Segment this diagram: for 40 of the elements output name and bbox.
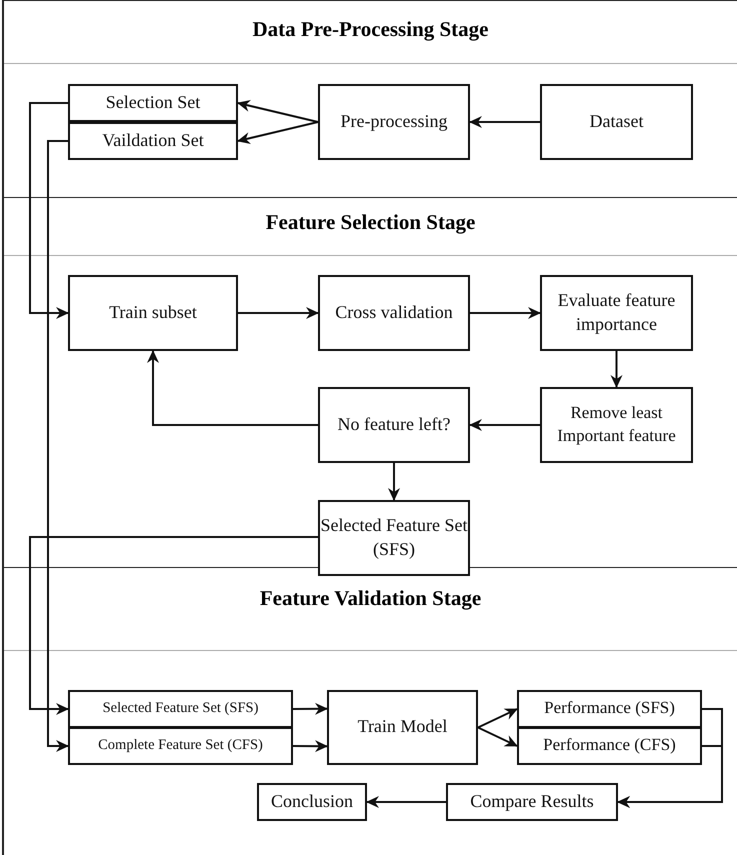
process-box: Remove least Important feature — [540, 386, 693, 462]
process-box: Compare Results — [446, 782, 618, 820]
process-box: Vaildation Set — [68, 122, 238, 160]
process-box: Cross validation — [318, 274, 470, 350]
arrow — [29, 536, 318, 715]
arrow — [147, 350, 318, 426]
stage-band — [2, 0, 737, 197]
process-box: Conclusion — [257, 782, 367, 820]
arrow — [388, 463, 400, 501]
arrow — [610, 351, 622, 388]
arrow — [478, 726, 518, 747]
process-box: Performance (CFS) — [517, 726, 702, 764]
arrow — [366, 796, 446, 808]
process-box: Selection Set — [68, 84, 238, 122]
stage-band — [2, 567, 737, 855]
arrow — [29, 102, 69, 319]
process-box: Complete Feature Set (CFS) — [68, 726, 293, 764]
process-box: Pre-processing — [318, 84, 470, 160]
process-box: Selected Feature Set (SFS) — [318, 500, 470, 576]
arrow — [469, 419, 540, 431]
process-box: Performance (SFS) — [517, 690, 702, 728]
arrow — [469, 116, 540, 128]
process-box: Train subset — [68, 274, 238, 350]
arrow — [617, 745, 723, 808]
arrow — [478, 708, 518, 728]
stage-title: Feature Selection Stage — [264, 210, 476, 235]
stage-title: Data Pre-Processing Stage — [251, 17, 490, 42]
arrow — [293, 740, 328, 752]
arrow — [237, 121, 318, 144]
process-box: Evaluate feature importance — [540, 274, 693, 350]
arrow — [293, 702, 328, 715]
arrow — [470, 307, 541, 319]
process-box: Train Model — [327, 690, 478, 764]
arrow — [238, 307, 319, 319]
process-box: No feature left? — [318, 386, 470, 462]
process-box: Dataset — [540, 84, 693, 160]
process-box: Selected Feature Set (SFS) — [68, 690, 293, 728]
stage-title: Feature Validation Stage — [258, 586, 482, 611]
arrow — [237, 100, 318, 123]
arrow — [47, 140, 69, 752]
